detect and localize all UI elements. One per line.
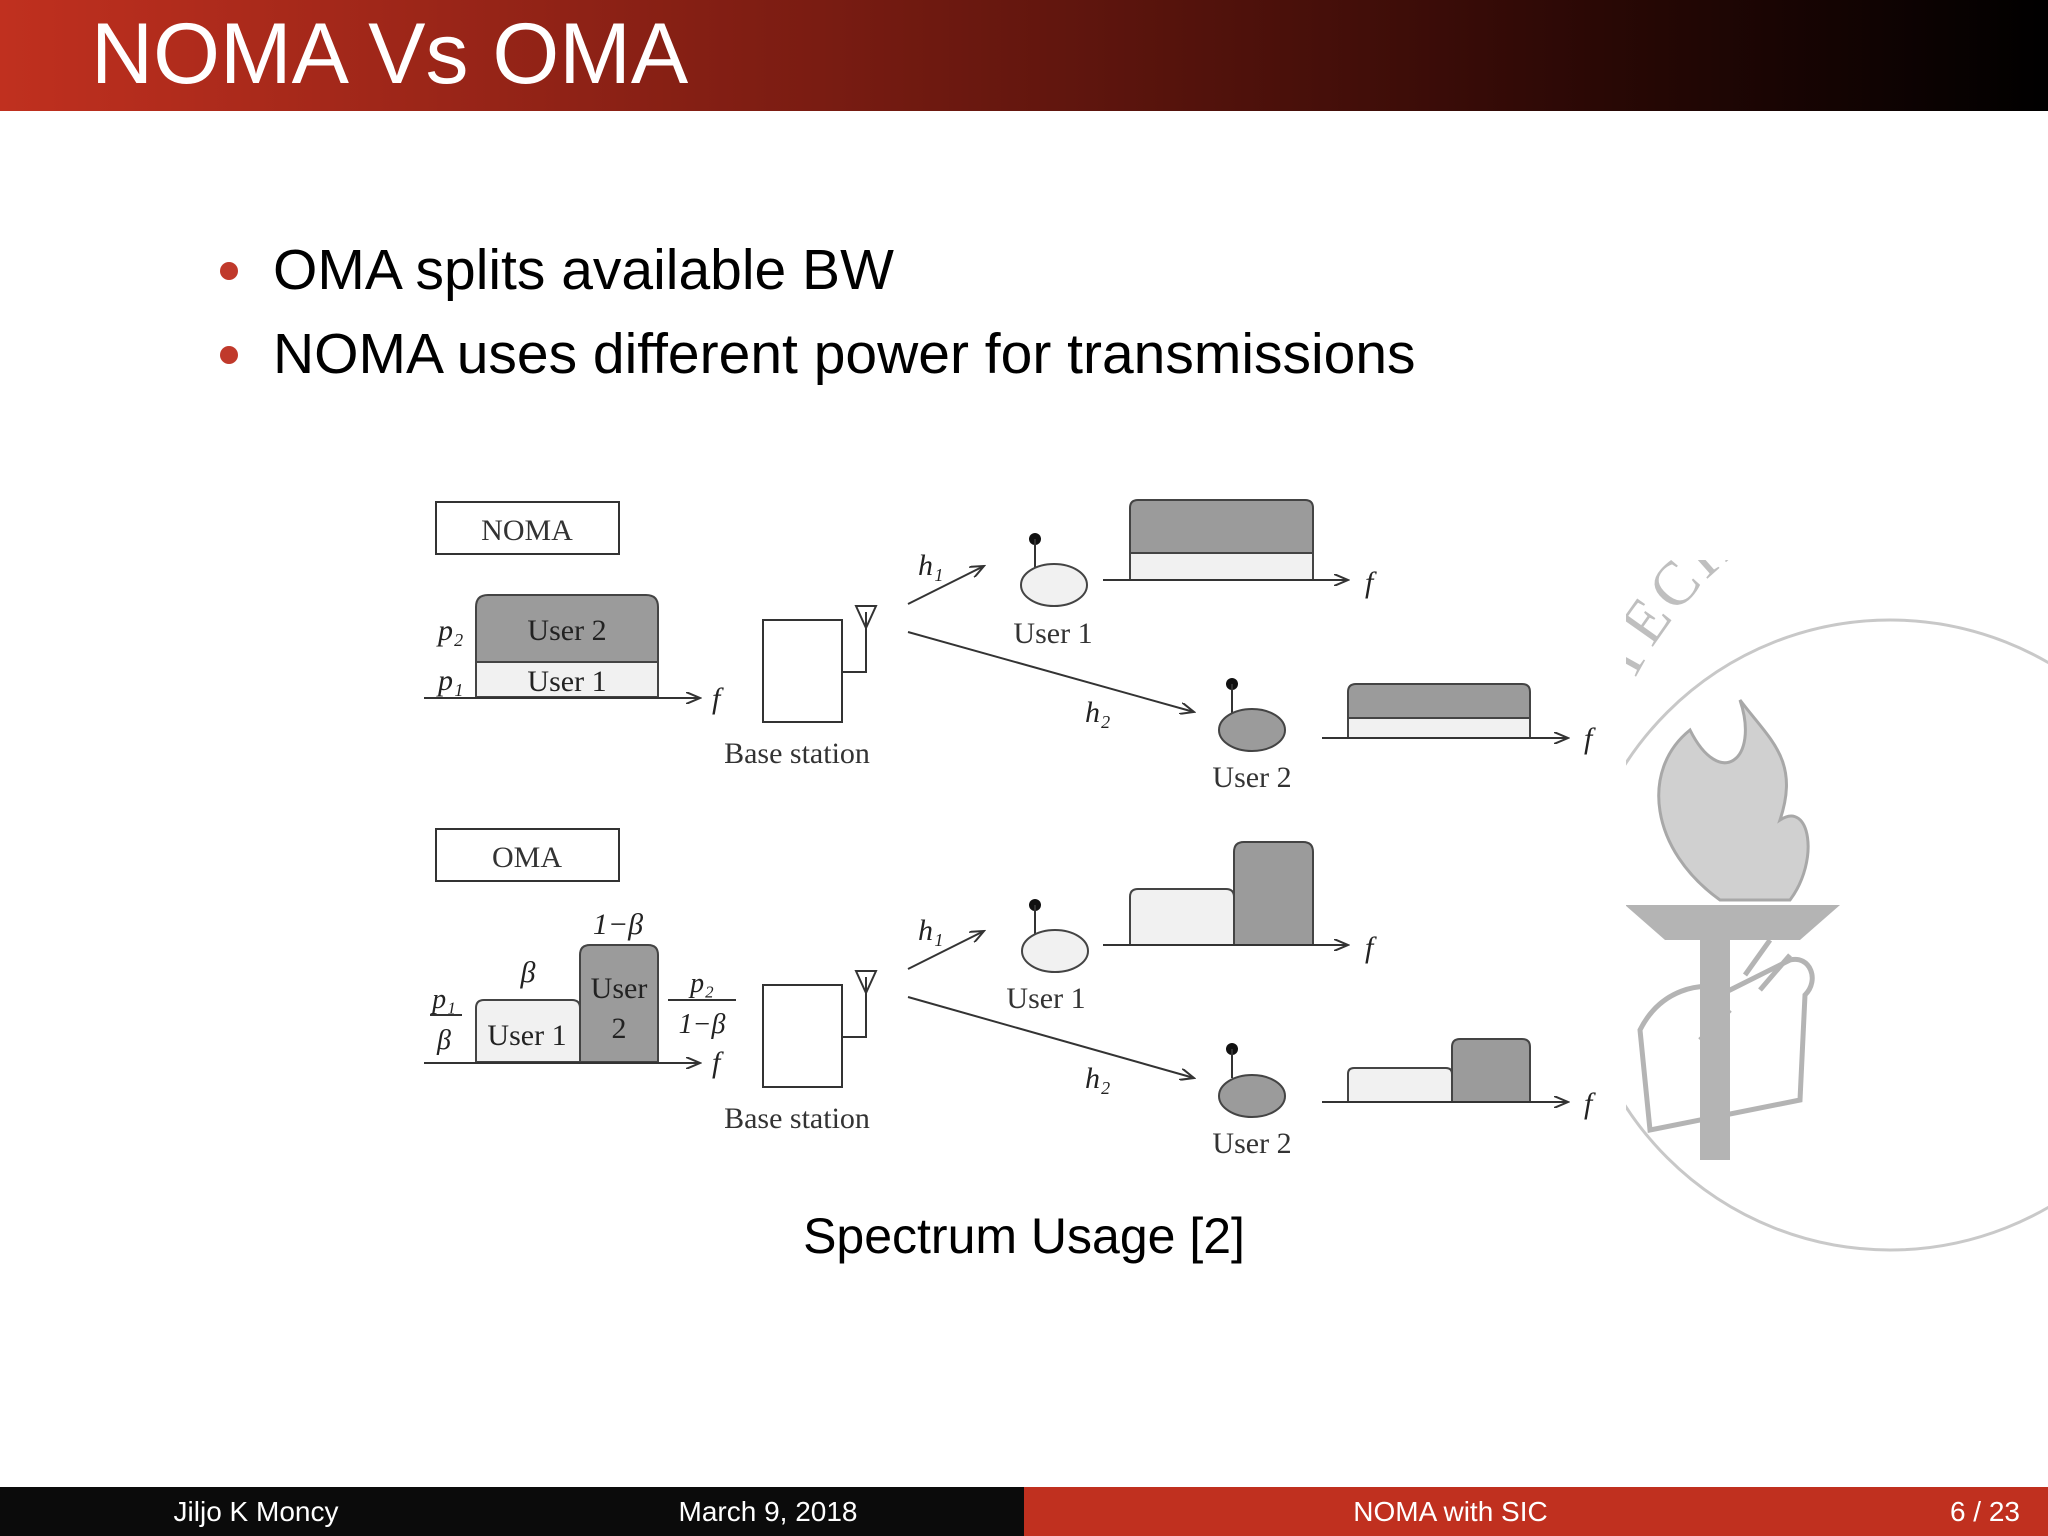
footer-talk-title: NOMA with SIC — [1353, 1496, 1548, 1527]
noma-base-station-label: Base station — [724, 737, 870, 770]
oma-user1-spectrum-dark — [1233, 841, 1314, 946]
noma-user2-block-label: User 2 — [527, 614, 606, 647]
oma-user1-terminal — [1021, 899, 1089, 973]
oma-freq-label: f — [712, 1046, 724, 1079]
noma-h2-link — [907, 631, 1194, 712]
oma-user2-block — [579, 944, 659, 1063]
noma-h2-label: h₂ — [1085, 696, 1110, 729]
oma-label-box — [435, 828, 620, 882]
noma-user2-terminal — [1218, 678, 1286, 752]
bullet-item: OMA splits available BW — [218, 228, 1416, 312]
noma-user1-freq-label: f — [1365, 566, 1377, 599]
oma-user2-label: User 2 — [1212, 1127, 1291, 1160]
antenna-icon — [842, 605, 878, 673]
bullet-text: NOMA uses different power for transmissi… — [273, 322, 1416, 386]
noma-user1-spectrum-light — [1129, 552, 1314, 581]
slide-title: NOMA Vs OMA — [91, 6, 689, 102]
antenna-icon — [842, 970, 878, 1038]
bullet-icon — [220, 262, 238, 280]
bullet-text: OMA splits available BW — [273, 238, 894, 302]
oma-user2-freq-label: f — [1584, 1087, 1596, 1120]
oma-user1-freq-label: f — [1365, 931, 1377, 964]
noma-section: NOMA User 2 User 1 p₂ p₁ f Base station … — [424, 499, 1596, 794]
oma-beta-label: β — [520, 956, 536, 989]
noma-user2-label: User 2 — [1212, 761, 1291, 794]
footer-right-panel: NOMA with SIC 6 / 23 — [1024, 1487, 2048, 1536]
oma-h1-link — [907, 931, 984, 970]
spectrum-diagram: ITUTE OF TECHNOLOGY NOMA User 2 User 1 p… — [424, 499, 2048, 1252]
oma-h1-label: h₁ — [918, 914, 943, 947]
noma-user2-freq-label: f — [1584, 722, 1596, 755]
footer-date: March 9, 2018 — [678, 1496, 858, 1527]
oma-user2-block-label-line1: User — [591, 972, 648, 1005]
oma-user1-block-label: User 1 — [487, 1019, 566, 1052]
noma-user1-label: User 1 — [1013, 617, 1092, 650]
institute-seal-watermark: ITUTE OF TECHNOLOGY — [1626, 560, 2048, 1252]
title-bar: NOMA Vs OMA — [0, 0, 2048, 111]
noma-user2-block — [475, 594, 659, 663]
oma-user2-block-label-line2: 2 — [612, 1012, 627, 1045]
noma-freq-label: f — [712, 682, 724, 715]
oma-p2-denominator: 1−β — [679, 1009, 726, 1040]
bullet-icon — [220, 346, 238, 364]
noma-label-box — [435, 501, 620, 555]
noma-user2-spectrum-light — [1347, 717, 1531, 739]
bullet-item: NOMA uses different power for transmissi… — [218, 312, 1416, 396]
torch-icon — [1626, 699, 1840, 1160]
oma-user2-terminal — [1218, 1043, 1286, 1118]
footer-left-panel: Jiljo K Moncy March 9, 2018 — [0, 1487, 1024, 1536]
noma-user1-block-label: User 1 — [527, 665, 606, 698]
noma-user1-terminal — [1020, 533, 1088, 607]
oma-p1-numerator: p₁ — [430, 984, 456, 1015]
oma-h2-label: h₂ — [1085, 1062, 1110, 1095]
noma-label: NOMA — [481, 514, 573, 547]
bullet-list: OMA splits available BW NOMA uses differ… — [218, 228, 1416, 396]
oma-p2-numerator: p₂ — [688, 968, 714, 999]
footer-bar: Jiljo K Moncy March 9, 2018 NOMA with SI… — [0, 1487, 2048, 1536]
figure-caption: Spectrum Usage [2] — [803, 1208, 1245, 1264]
noma-p2-label: p₂ — [436, 614, 463, 647]
noma-h1-label: h₁ — [918, 549, 943, 582]
oma-p1-denominator: β — [436, 1025, 451, 1056]
footer-author: Jiljo K Moncy — [173, 1496, 339, 1527]
oma-user2-spectrum-dark — [1451, 1038, 1531, 1103]
oma-one-minus-beta-label: 1−β — [593, 908, 643, 941]
oma-label: OMA — [492, 841, 562, 874]
oma-user1-label: User 1 — [1006, 982, 1085, 1015]
oma-h2-link — [907, 996, 1194, 1078]
noma-base-station — [762, 619, 843, 723]
oma-user1-spectrum-light — [1129, 888, 1235, 946]
noma-user2-spectrum-dark — [1347, 683, 1531, 719]
oma-user2-spectrum-light — [1347, 1067, 1453, 1103]
oma-base-station-label: Base station — [724, 1102, 870, 1135]
noma-p1-label: p₁ — [436, 664, 463, 697]
noma-h1-link — [907, 566, 984, 605]
oma-section: OMA User 1 User 2 1−β β p₁ β p₂ 1−β f Ba… — [424, 828, 1596, 1160]
noma-user1-spectrum-dark — [1129, 499, 1314, 554]
oma-base-station — [762, 984, 843, 1088]
footer-page-number: 6 / 23 — [1949, 1496, 2020, 1527]
